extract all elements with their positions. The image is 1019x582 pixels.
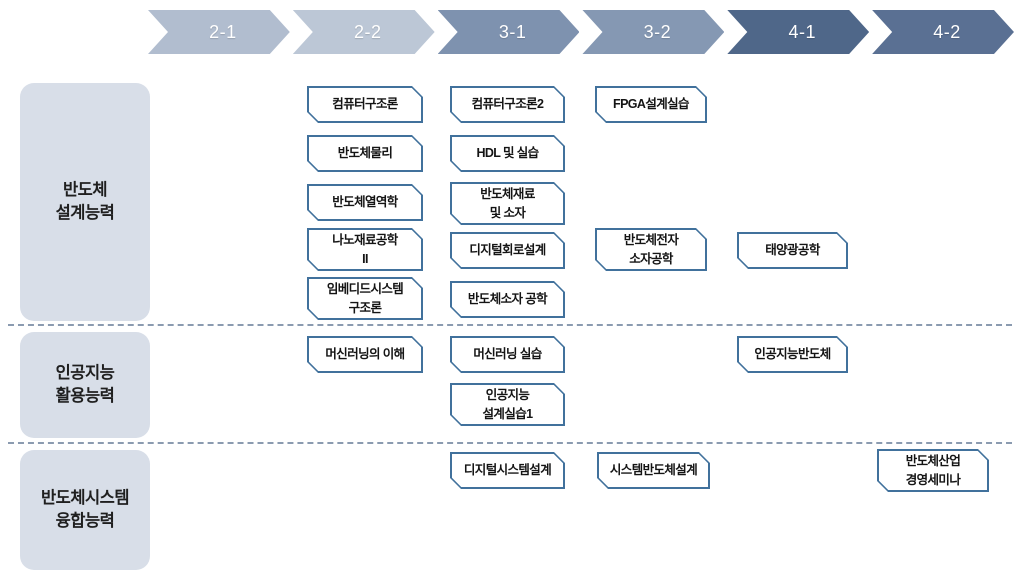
- semester-label: 2-1: [209, 21, 237, 42]
- course-box-3-1: 컴퓨터구조론2: [450, 86, 565, 123]
- competency-label-line: 반도체시스템: [40, 488, 130, 507]
- course-label-line: 인공지능반도체: [754, 347, 831, 362]
- course-box-2-2: 반도체열역학: [307, 184, 423, 221]
- course-box-inner: 반도체물리: [309, 137, 422, 171]
- course-label-line: 및 소자: [489, 205, 526, 220]
- course-label-line: 반도체산업: [905, 454, 961, 469]
- course-box-2-2: 나노재료공학 II: [307, 228, 423, 271]
- course-box-3-1: 머신러닝 실습: [450, 336, 565, 373]
- course-box-inner: 컴퓨터구조론2: [452, 88, 564, 122]
- course-box-inner: 컴퓨터구조론: [309, 88, 422, 122]
- course-box-4-1: 태양광공학: [737, 232, 848, 269]
- dashed-separator: [8, 324, 1012, 326]
- course-box-4-1: 인공지능반도체: [737, 336, 848, 373]
- course-box-3-1: 디지털회로설계: [450, 232, 565, 269]
- semester-label: 4-2: [933, 21, 961, 42]
- semester-chevron-3-2: 3-2: [582, 10, 724, 54]
- course-box-inner: 시스템반도체설계: [599, 454, 709, 488]
- competency-label-line: 융합능력: [55, 512, 115, 530]
- semester-chevron-4-1: 4-1: [727, 10, 869, 54]
- semester-label: 2-2: [353, 21, 382, 42]
- course-label-line: 디지털시스템설계: [463, 463, 552, 478]
- course-box-3-1: 반도체소자 공학: [450, 281, 565, 318]
- semester-chevron-2-2: 2-2: [293, 10, 435, 54]
- course-label-line: 컴퓨터구조론2: [471, 97, 544, 112]
- course-label-line: 임베디드시스템: [326, 282, 404, 297]
- course-label-line: II: [362, 251, 368, 266]
- course-box-2-2: 반도체물리: [307, 135, 423, 172]
- course-box-inner: 머신러닝 실습: [452, 338, 564, 372]
- course-box-inner: 태양광공학: [739, 234, 847, 268]
- course-label-line: 디지털회로설계: [469, 243, 546, 258]
- semester-chevron-4-2: 4-2: [872, 10, 1014, 54]
- course-label-line: 설계실습1: [482, 406, 533, 421]
- course-label-line: 태양광공학: [765, 243, 820, 258]
- competency-label-line: 설계능력: [55, 204, 115, 222]
- course-box-inner: 반도체열역학: [309, 186, 422, 220]
- course-box-inner: 나노재료공학 II: [309, 230, 422, 270]
- competency-label-line: 반도체: [62, 180, 108, 199]
- course-label-line: 구조론: [348, 300, 382, 315]
- course-box-inner: 머신러닝의 이해: [309, 338, 422, 372]
- course-label-line: 반도체소자 공학: [467, 292, 548, 307]
- course-box-inner: HDL 및 실습: [452, 137, 564, 171]
- course-label-line: 인공지능: [485, 388, 530, 403]
- course-box-2-2: 컴퓨터구조론: [307, 86, 423, 123]
- course-label-line: 머신러닝 실습: [473, 347, 542, 362]
- course-box-3-1: 디지털시스템설계: [450, 452, 565, 489]
- course-box-inner: 인공지능반도체: [739, 338, 847, 372]
- semester-chevron-3-1: 3-1: [438, 10, 580, 54]
- course-label-line: 반도체재료: [480, 187, 535, 202]
- course-label-line: 소자공학: [629, 251, 673, 266]
- semester-label: 3-1: [498, 21, 527, 42]
- course-label-line: 반도체열역학: [332, 195, 398, 210]
- course-box-3-2: FPGA설계실습: [595, 86, 707, 123]
- course-label-line: 나노재료공학: [332, 233, 398, 248]
- course-box-2-2: 머신러닝의 이해: [307, 336, 423, 373]
- course-label-line: FPGA설계실습: [613, 97, 689, 112]
- course-label-line: 머신러닝의 이해: [325, 347, 405, 362]
- course-box-inner: 디지털회로설계: [452, 234, 564, 268]
- competency-label-line: 활용능력: [55, 387, 115, 405]
- dashed-separator: [8, 442, 1012, 444]
- course-box-inner: 반도체소자 공학: [452, 283, 564, 317]
- course-box-inner: 디지털시스템설계: [452, 454, 564, 488]
- semester-label: 3-2: [643, 21, 672, 42]
- course-label-line: 컴퓨터구조론: [332, 97, 398, 112]
- semester-label: 4-1: [788, 21, 816, 42]
- course-label-line: 경영세미나: [905, 472, 961, 487]
- semester-chevron-2-1: 2-1: [148, 10, 290, 54]
- course-box-inner: FPGA설계실습: [597, 88, 706, 122]
- course-label-line: 반도체전자: [623, 233, 679, 248]
- course-box-3-1: HDL 및 실습: [450, 135, 565, 172]
- course-box-3-2: 시스템반도체설계: [597, 452, 710, 489]
- semester-header: 2-1 2-2 3-1 3-2 4-1 4-2: [148, 10, 1014, 54]
- competency-label-line: 인공지능: [55, 363, 115, 382]
- course-label-line: 시스템반도체설계: [609, 463, 698, 478]
- course-label-line: HDL 및 실습: [476, 146, 539, 161]
- course-label-line: 반도체물리: [337, 146, 393, 161]
